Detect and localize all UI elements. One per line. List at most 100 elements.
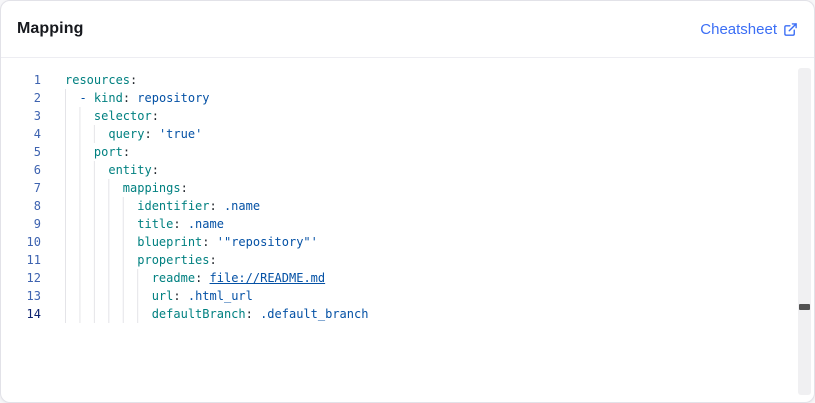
- token-str: 'true': [151, 127, 203, 141]
- indent-guides: [65, 287, 150, 305]
- token-key: query: [108, 127, 145, 141]
- token-key: resources: [65, 73, 131, 87]
- token-key: defaultBranch: [151, 307, 246, 321]
- token-punc: :: [245, 307, 253, 321]
- panel-header: Mapping Cheatsheet: [1, 1, 814, 58]
- token-val: .default_branch: [252, 307, 369, 321]
- indent-guides: [65, 89, 78, 107]
- token-punc: :: [173, 289, 181, 303]
- indent-guides: [65, 305, 150, 323]
- indent-guides: [65, 197, 136, 215]
- code-line[interactable]: 2 - kind: repository: [1, 89, 814, 107]
- indent-guides: [65, 107, 92, 125]
- code-line[interactable]: 14 defaultBranch: .default_branch: [1, 305, 814, 323]
- line-content: resources:: [65, 71, 814, 89]
- token-str: '"repository"': [209, 235, 318, 249]
- token-punc: :: [122, 145, 131, 159]
- code-line[interactable]: 1 resources:: [1, 71, 814, 89]
- line-content: identifier: .name: [65, 197, 814, 215]
- token-val: repository: [130, 91, 210, 105]
- cheatsheet-label: Cheatsheet: [700, 20, 777, 38]
- token-punc: :: [202, 235, 210, 249]
- code-line[interactable]: 13 url: .html_url: [1, 287, 814, 305]
- line-content: selector:: [65, 107, 814, 125]
- line-number: 7: [33, 181, 41, 195]
- line-content: properties:: [65, 251, 814, 269]
- panel-title: Mapping: [17, 20, 84, 37]
- line-content: url: .html_url: [65, 287, 814, 305]
- line-number: 2: [33, 91, 41, 105]
- token-key: title: [137, 217, 174, 231]
- line-number: 13: [26, 289, 41, 303]
- overview-cursor-mark: [799, 304, 810, 310]
- code-line[interactable]: 5 port:: [1, 143, 814, 161]
- line-number: 5: [33, 145, 41, 159]
- indent-guides: [65, 143, 92, 161]
- line-number: 6: [33, 163, 41, 177]
- token-punc: :: [173, 217, 181, 231]
- token-punc: :: [209, 253, 217, 267]
- line-number: 9: [33, 217, 41, 231]
- line-number: 4: [33, 127, 41, 141]
- token-key: identifier: [137, 199, 210, 213]
- code-line[interactable]: 7 mappings:: [1, 179, 814, 197]
- line-number: 3: [33, 109, 41, 123]
- token-key: mappings: [122, 181, 181, 195]
- token-val: .name: [180, 217, 224, 231]
- line-content: readme: file://README.md: [65, 269, 814, 287]
- line-number: 10: [26, 235, 41, 249]
- line-number: 8: [33, 199, 41, 213]
- line-content: query: 'true': [65, 125, 814, 143]
- token-key: kind: [93, 91, 123, 105]
- indent-guides: [65, 161, 107, 179]
- token-val: .html_url: [180, 289, 253, 303]
- token-punc: :: [151, 163, 159, 177]
- line-number: 11: [26, 253, 41, 267]
- token-key: entity: [108, 163, 152, 177]
- line-content: defaultBranch: .default_branch: [65, 305, 814, 323]
- indent-guides: [65, 215, 136, 233]
- token-key: readme: [151, 271, 196, 285]
- token-punc: :: [209, 199, 217, 213]
- line-content: entity:: [65, 161, 814, 179]
- code-line[interactable]: 3 selector:: [1, 107, 814, 125]
- code-line[interactable]: 10 blueprint: '"repository"': [1, 233, 814, 251]
- token-val: .name: [216, 199, 261, 213]
- line-number: 14: [26, 307, 41, 321]
- indent-guides: [65, 269, 150, 287]
- line-content: blueprint: '"repository"': [65, 233, 814, 251]
- editor-scrollbar[interactable]: [798, 68, 811, 395]
- line-content: title: .name: [65, 215, 814, 233]
- indent-guides: [65, 251, 136, 269]
- code-line[interactable]: 11 properties:: [1, 251, 814, 269]
- indent-guides: [65, 233, 136, 251]
- token-punc: :: [130, 73, 138, 87]
- line-number: 12: [26, 271, 41, 285]
- token-punc: :: [180, 181, 188, 195]
- indent-guides: [65, 125, 107, 143]
- line-content: - kind: repository: [65, 89, 814, 107]
- code-line[interactable]: 9 title: .name: [1, 215, 814, 233]
- code-line[interactable]: 4 query: 'true': [1, 125, 814, 143]
- token-key: port: [93, 145, 123, 159]
- token-key: blueprint: [137, 235, 203, 249]
- file-link[interactable]: file://README.md: [209, 271, 326, 285]
- cheatsheet-link[interactable]: Cheatsheet: [700, 21, 798, 38]
- line-content: mappings:: [65, 179, 814, 197]
- code-line[interactable]: 8 identifier: .name: [1, 197, 814, 215]
- token-punc: :: [122, 91, 131, 105]
- token-key: properties: [137, 253, 210, 267]
- token-punc: :: [195, 271, 203, 285]
- token-punc: :: [144, 127, 152, 141]
- token-dash: -: [79, 91, 94, 105]
- code-line[interactable]: 6 entity:: [1, 161, 814, 179]
- token-plain: [202, 271, 209, 285]
- indent-guides: [65, 179, 121, 197]
- token-punc: :: [151, 109, 159, 123]
- code-line[interactable]: 12 readme: file://README.md: [1, 269, 814, 287]
- line-number: 1: [33, 73, 41, 87]
- line-content: port:: [65, 143, 814, 161]
